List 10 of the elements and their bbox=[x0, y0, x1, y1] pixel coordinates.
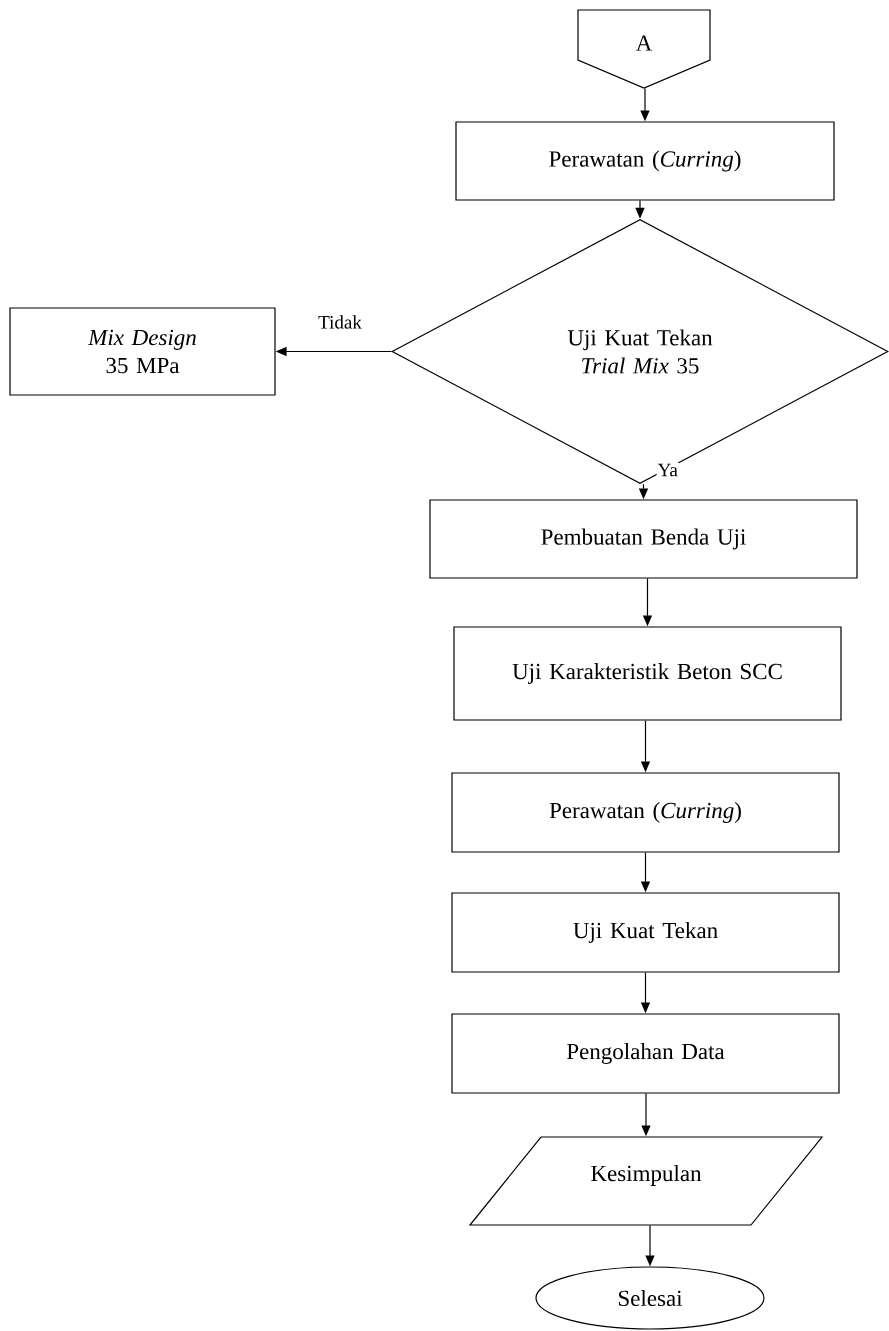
process-box: Uji Karakteristik Beton SCC bbox=[453, 626, 842, 721]
edge-label: Tidak bbox=[317, 314, 363, 330]
process-box: Mix Design 35 MPa bbox=[9, 307, 276, 396]
process-box: Perawatan (Curring) bbox=[451, 772, 840, 853]
edge-label: Ya bbox=[656, 462, 679, 478]
process-box: Perawatan (Curring) bbox=[455, 121, 835, 201]
process-box: Pengolahan Data bbox=[451, 1013, 840, 1094]
process-box: Pembuatan Benda Uji bbox=[429, 499, 858, 579]
process-box: Uji Kuat Tekan bbox=[451, 892, 840, 973]
off-page-connector: A bbox=[577, 9, 711, 89]
